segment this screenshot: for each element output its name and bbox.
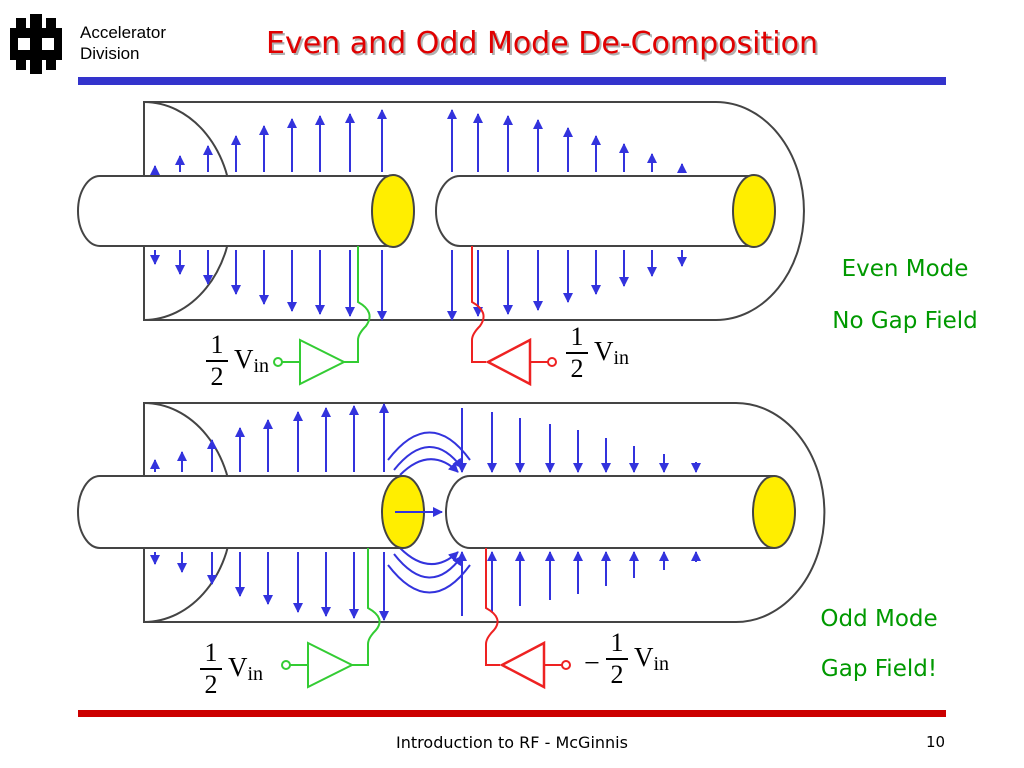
fermilab-logo-icon [10, 14, 62, 74]
even-right-vin-label: Vin [594, 336, 630, 369]
organization-name: Accelerator Division [80, 22, 166, 64]
slide-title: Even and Odd Mode De-Composition [266, 26, 818, 61]
page-number: 10 [926, 733, 946, 751]
even-right-half-fraction: 1 2 [566, 324, 588, 382]
gap-fringe-fields [387, 431, 471, 594]
odd-right-minus-sign: − [584, 648, 600, 679]
odd-field-arrows [150, 403, 701, 621]
odd-mode-label: Odd Mode [820, 606, 938, 632]
org-line-1: Accelerator [80, 23, 166, 42]
even-mode-label: Even Mode [841, 256, 969, 282]
odd-left-vin-label: Vin [228, 652, 264, 685]
even-left-vin-label: Vin [234, 344, 270, 377]
top-rule [78, 77, 946, 85]
odd-left-half-fraction: 1 2 [200, 640, 222, 698]
odd-right-half-fraction: 1 2 [606, 630, 628, 688]
even-field-arrows [150, 109, 687, 321]
bottom-rule [78, 710, 946, 717]
even-mode-structure [77, 101, 805, 387]
odd-mode-description: Gap Field! [820, 656, 938, 682]
odd-mode-structure [77, 402, 826, 690]
even-mode-description: No Gap Field [832, 308, 978, 334]
footer-text: Introduction to RF - McGinnis [396, 733, 628, 752]
org-line-2: Division [80, 44, 140, 63]
odd-right-vin-label: Vin [634, 642, 670, 675]
even-left-half-fraction: 1 2 [206, 332, 228, 390]
